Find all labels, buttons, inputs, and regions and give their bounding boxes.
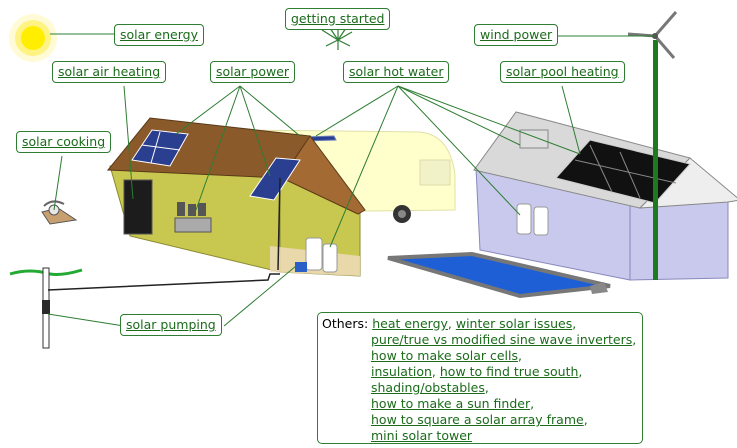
others-prefix: Others: (322, 316, 369, 331)
make-sun-finder-link[interactable]: how to make a sun finder (371, 396, 531, 411)
connector-lines (47, 33, 655, 327)
find-true-south-link[interactable]: how to find true south (439, 364, 579, 379)
main-house-illustration (106, 117, 366, 277)
swimming-pool-illustration (387, 251, 611, 299)
heat-energy-link[interactable]: heat energy (372, 316, 448, 331)
insulation-link[interactable]: insulation (371, 364, 432, 379)
separator: , (583, 412, 588, 427)
solar-pumping-link[interactable]: solar pumping (120, 314, 222, 336)
solar-cooker-icon (41, 200, 78, 225)
separator: , (572, 316, 577, 331)
separator: , (431, 364, 440, 379)
solar-energy-link[interactable]: solar energy (114, 24, 204, 46)
separator: , (518, 348, 522, 363)
water-pipe-line (47, 273, 280, 291)
separator: , (530, 396, 535, 411)
solar-hot-water-link[interactable]: solar hot water (343, 61, 450, 83)
water-well-pump-illustration (9, 267, 83, 349)
separator: , (447, 316, 456, 331)
shading-obstacles-link[interactable]: shading/obstables (371, 380, 485, 395)
make-solar-cells-link[interactable]: how to make solar cells (371, 348, 519, 363)
square-solar-array-link[interactable]: how to square a solar array frame (371, 412, 584, 427)
separator: , (632, 332, 637, 347)
others-links-box: Others: heat energy, winter solar issues… (317, 312, 643, 444)
sun-icon (9, 14, 57, 62)
separator: , (484, 380, 489, 395)
wind-power-link[interactable]: wind power (474, 24, 559, 46)
solar-pool-heating-link[interactable]: solar pool heating (500, 61, 625, 83)
pool-shed-illustration (473, 111, 737, 281)
mini-solar-tower-link[interactable]: mini solar tower (371, 428, 473, 443)
getting-started-burst-icon (321, 27, 353, 50)
winter-solar-issues-link[interactable]: winter solar issues (455, 316, 573, 331)
solar-power-link[interactable]: solar power (210, 61, 296, 83)
getting-started-link[interactable]: getting started (285, 8, 391, 30)
sine-wave-inverters-link[interactable]: pure/true vs modified sine wave inverter… (371, 332, 633, 347)
solar-cooking-link[interactable]: solar cooking (16, 131, 112, 153)
separator: , (578, 364, 583, 379)
solar-air-heating-link[interactable]: solar air heating (52, 61, 167, 83)
